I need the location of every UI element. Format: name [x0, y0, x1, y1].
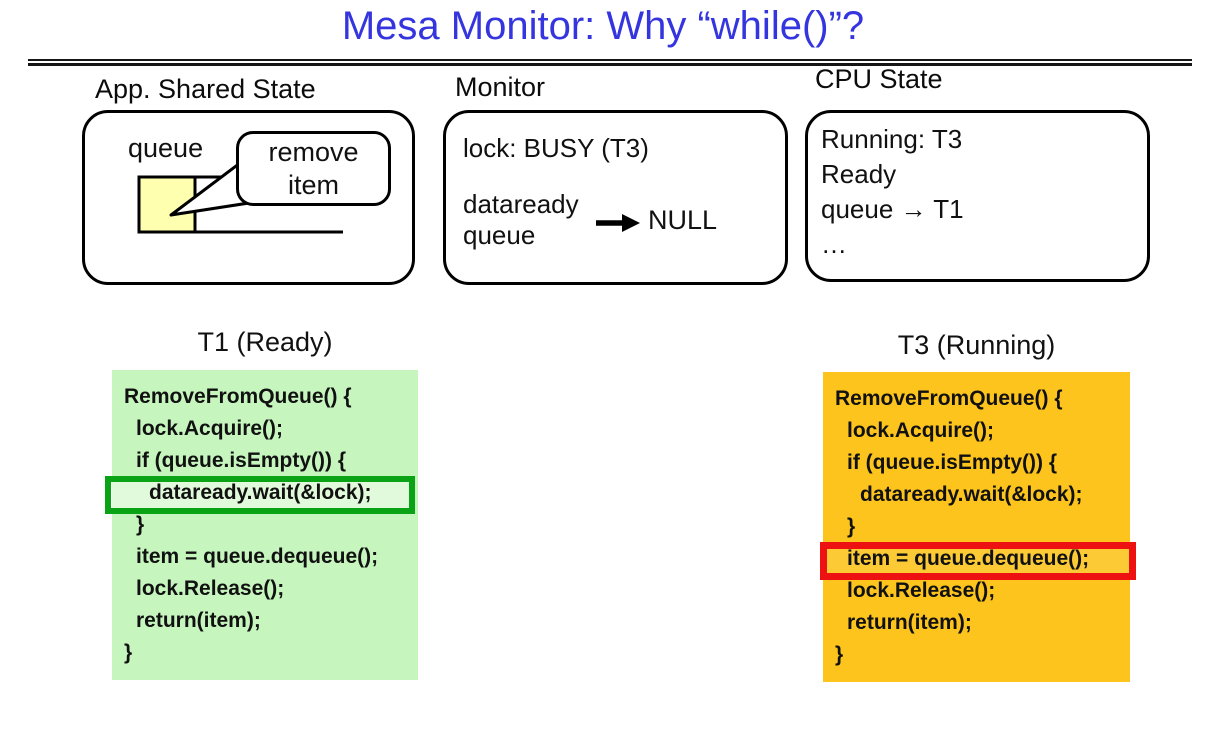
cpu-line-ellipsis: …: [821, 229, 847, 259]
callout-line-2: item: [287, 170, 339, 200]
cpu-state-lines: Running: T3 Ready queue → T1 …: [821, 122, 964, 262]
code-line: return(item);: [847, 611, 972, 634]
code-line: item = queue.dequeue();: [847, 547, 1090, 570]
code-line: return(item);: [136, 609, 261, 632]
code-line: RemoveFromQueue() {: [835, 387, 1063, 410]
code-line: dataready.wait(&lock);: [149, 481, 372, 504]
slide-title: Mesa Monitor: Why “while()”?: [341, 4, 865, 48]
code-line: }: [136, 513, 145, 536]
app-shared-state-panel: queue remove item: [82, 110, 415, 285]
title-separator-top: [28, 59, 1192, 61]
wait-highlight-box: [105, 476, 415, 514]
queue-label: queue: [128, 133, 204, 163]
condvar-name-line-2: queue: [463, 220, 536, 250]
cpu-line-ready: Ready: [821, 159, 897, 189]
t1-code-block: RemoveFromQueue() { lock.Acquire(); if (qu…: [105, 370, 418, 680]
callout-line-1: remove: [268, 137, 359, 167]
dequeue-highlight-box: [820, 542, 1136, 580]
code-line: if (queue.isEmpty()) {: [136, 449, 347, 472]
app-shared-state-label: App. Shared State: [95, 74, 316, 104]
code-line: }: [835, 643, 844, 666]
code-line: RemoveFromQueue() {: [124, 385, 352, 408]
code-line: }: [847, 515, 856, 538]
t3-code-block: RemoveFromQueue() { lock.Acquire(); if (qu…: [820, 372, 1136, 682]
condvar-value: NULL: [648, 205, 718, 235]
cpu-line-running: Running: T3: [821, 124, 963, 154]
code-line: }: [124, 641, 133, 664]
code-line: item = queue.dequeue();: [136, 545, 379, 568]
t1-header: T1 (Ready): [197, 327, 333, 357]
right-arrow-icon: [596, 214, 640, 232]
code-line: lock.Release();: [136, 577, 285, 600]
cpu-state-panel: Running: T3 Ready queue → T1 …: [805, 110, 1150, 282]
monitor-label: Monitor: [455, 72, 546, 102]
code-line: lock.Release();: [847, 579, 996, 602]
t3-header: T3 (Running): [897, 330, 1056, 360]
cpu-line-queue: queue → T1: [821, 194, 964, 224]
code-line: dataready.wait(&lock);: [860, 483, 1083, 506]
code-line: lock.Acquire();: [136, 417, 284, 440]
title-separator-bottom: [28, 63, 1192, 66]
condvar-name: dataready queue: [463, 189, 579, 251]
code-line: if (queue.isEmpty()) {: [847, 451, 1058, 474]
monitor-panel: lock: BUSY (T3) dataready queue NULL: [443, 110, 788, 285]
cpu-state-label: CPU State: [815, 64, 943, 94]
lock-status-text: lock: BUSY (T3): [463, 133, 649, 163]
code-line: lock.Acquire();: [847, 419, 995, 442]
condvar-name-line-1: dataready: [463, 189, 579, 219]
remove-item-callout: remove item: [236, 131, 391, 206]
